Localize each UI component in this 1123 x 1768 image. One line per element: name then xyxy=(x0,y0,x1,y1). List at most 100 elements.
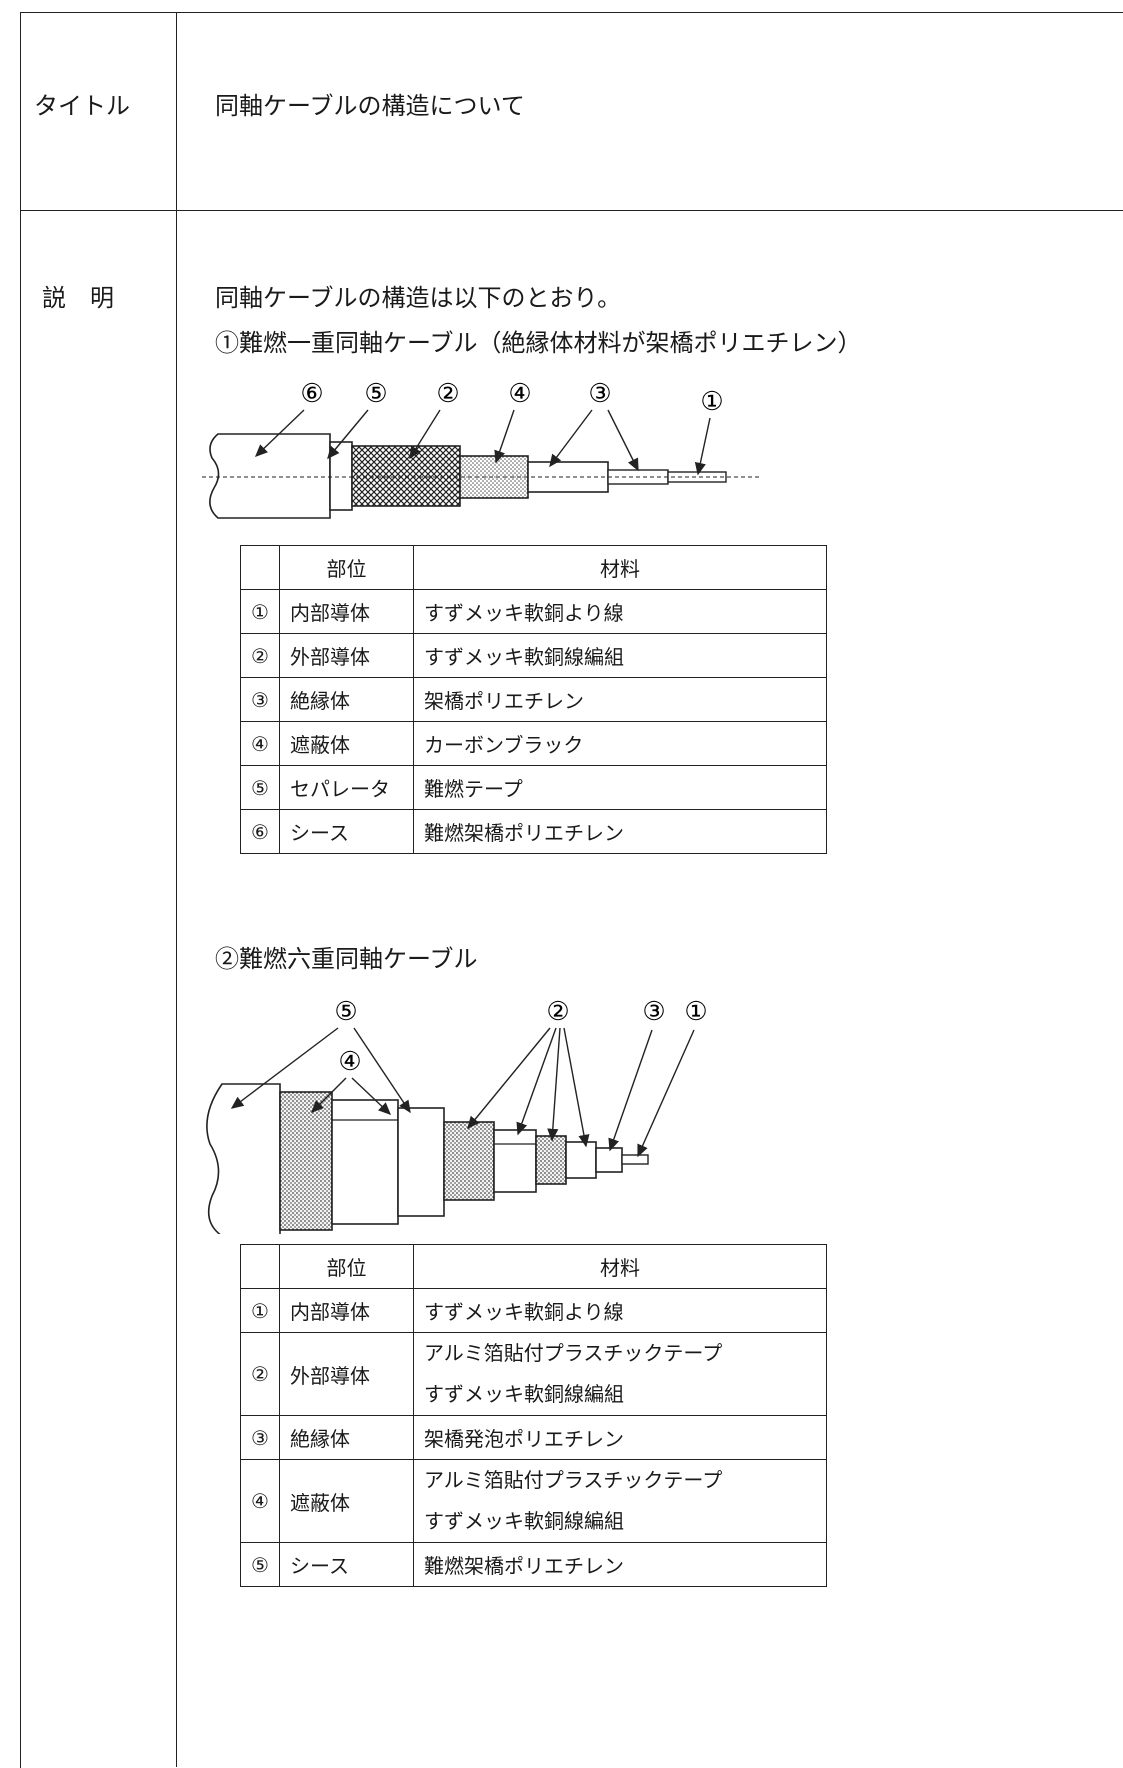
leader-2 xyxy=(409,409,441,460)
leader-2c xyxy=(547,1027,561,1142)
table-row: ④ 遮蔽体 カーボンブラック xyxy=(240,721,827,766)
insulator-shape xyxy=(595,1147,623,1173)
row-num: ④ xyxy=(240,1459,280,1543)
table-row: ⑥ シース 難燃架橋ポリエチレン xyxy=(240,809,827,854)
row-num: ② xyxy=(240,1332,280,1416)
row-part: 遮蔽体 xyxy=(279,721,414,766)
row-part: 遮蔽体 xyxy=(279,1459,414,1543)
row-material: 難燃架橋ポリエチレン xyxy=(413,1542,827,1587)
callout-3: ③ xyxy=(588,379,611,409)
leader-2b xyxy=(516,1027,557,1136)
outer-conductor-braid-shape xyxy=(443,1121,495,1201)
row-material: 難燃テープ xyxy=(413,765,827,810)
leader-4b xyxy=(351,1077,392,1115)
sheath-shape xyxy=(209,433,331,519)
leader-3 xyxy=(608,1029,653,1152)
material-line: すずメッキ軟銅線編組 xyxy=(424,1509,624,1533)
row-divider xyxy=(20,210,1123,211)
section2-table: 部位 材料 ① 内部導体 すずメッキ軟銅より線 ② 外部導体 アルミ箔貼付プラス… xyxy=(240,1244,827,1587)
table-row: ⑤ セパレータ 難燃テープ xyxy=(240,765,827,810)
leader-3a xyxy=(549,409,593,468)
callout-3: ③ xyxy=(642,997,665,1027)
leader-6 xyxy=(254,409,305,457)
leader-2a xyxy=(467,1027,551,1130)
callout-2: ② xyxy=(546,997,569,1027)
form-frame xyxy=(20,12,1123,1768)
row-num: ③ xyxy=(240,677,280,722)
row-num: ⑤ xyxy=(240,1542,280,1587)
table-row: ② 外部導体 アルミ箔貼付プラスチックテープ すずメッキ軟銅線編組 xyxy=(240,1332,827,1416)
header-num xyxy=(240,545,280,590)
header-num xyxy=(240,1244,280,1289)
outer-shield-shape xyxy=(279,1091,333,1231)
header-material: 材料 xyxy=(413,545,827,590)
leader-5 xyxy=(327,409,369,460)
row-material: 架橋発泡ポリエチレン xyxy=(413,1415,827,1460)
table-row: ⑤ シース 難燃架橋ポリエチレン xyxy=(240,1542,827,1587)
row-part: 内部導体 xyxy=(279,1288,414,1333)
inner-conductor-shape xyxy=(667,471,727,483)
row-num: ⑥ xyxy=(240,809,280,854)
row-part: 内部導体 xyxy=(279,589,414,634)
row-part: 絶縁体 xyxy=(279,677,414,722)
description-label: 説 明 xyxy=(42,284,114,312)
inner-sheath-shape xyxy=(397,1107,445,1217)
row-material: アルミ箔貼付プラスチックテープ すずメッキ軟銅線編組 xyxy=(413,1332,827,1416)
leader-5a xyxy=(230,1027,339,1109)
callout-5: ⑤ xyxy=(334,997,357,1027)
table-row: ④ 遮蔽体 アルミ箔貼付プラスチックテープ すずメッキ軟銅線編組 xyxy=(240,1459,827,1543)
row-num: ③ xyxy=(240,1415,280,1460)
row-material: 難燃架橋ポリエチレン xyxy=(413,809,827,854)
column-divider xyxy=(176,12,177,1767)
section1-table: 部位 材料 ① 内部導体 すずメッキ軟銅より線 ② 外部導体 すずメッキ軟銅線編… xyxy=(240,545,827,854)
table-row: ③ 絶縁体 架橋発泡ポリエチレン xyxy=(240,1415,827,1460)
section1-heading: ①難燃一重同軸ケーブル（絶縁体材料が架橋ポリエチレン） xyxy=(215,329,862,357)
callout-5: ⑤ xyxy=(364,379,387,409)
document-title: 同軸ケーブルの構造について xyxy=(215,92,525,120)
row-material: 架橋ポリエチレン xyxy=(413,677,827,722)
row-material: カーボンブラック xyxy=(413,721,827,766)
table-header-row: 部位 材料 xyxy=(240,1244,827,1289)
leader-5b xyxy=(353,1027,411,1114)
callout-4: ④ xyxy=(338,1047,361,1077)
header-part: 部位 xyxy=(279,1244,414,1289)
callout-4: ④ xyxy=(508,379,531,409)
header-part: 部位 xyxy=(279,545,414,590)
leader-1 xyxy=(694,417,711,476)
material-line: アルミ箔貼付プラスチックテープ xyxy=(424,1468,723,1492)
callout-6: ⑥ xyxy=(300,379,323,409)
six-layer-coax-diagram: ⑤ ④ ② ③ ① xyxy=(206,997,708,1234)
leader-4a xyxy=(311,1077,347,1113)
callout-1: ① xyxy=(684,997,707,1027)
leader-2d xyxy=(563,1027,590,1148)
row-part: セパレータ xyxy=(279,765,414,810)
table-row: ① 内部導体 すずメッキ軟銅より線 xyxy=(240,589,827,634)
row-part: 絶縁体 xyxy=(279,1415,414,1460)
leader-4 xyxy=(494,409,515,464)
row-material: すずメッキ軟銅より線 xyxy=(413,589,827,634)
row-num: ① xyxy=(240,1288,280,1333)
material-line: アルミ箔貼付プラスチックテープ xyxy=(424,1341,723,1365)
row-material: アルミ箔貼付プラスチックテープ すずメッキ軟銅線編組 xyxy=(413,1459,827,1543)
leader-3b xyxy=(607,409,639,472)
intro-text: 同軸ケーブルの構造は以下のとおり。 xyxy=(215,284,622,312)
row-part: シース xyxy=(279,1542,414,1587)
row-part: 外部導体 xyxy=(279,633,414,678)
row-part: シース xyxy=(279,809,414,854)
material-line: すずメッキ軟銅線編組 xyxy=(424,1382,624,1406)
inner-braid-shape xyxy=(535,1135,567,1185)
title-label: タイトル xyxy=(34,92,130,120)
table-row: ① 内部導体 すずメッキ軟銅より線 xyxy=(240,1288,827,1333)
table-header-row: 部位 材料 xyxy=(240,545,827,590)
callout-2: ② xyxy=(436,379,459,409)
sheath-shape xyxy=(206,1083,281,1234)
single-coax-diagram: ⑥ ⑤ ② ④ ③ ① xyxy=(202,379,762,519)
table-row: ③ 絶縁体 架橋ポリエチレン xyxy=(240,677,827,722)
inner-tape-shape xyxy=(565,1141,597,1179)
row-part: 外部導体 xyxy=(279,1332,414,1416)
row-material: すずメッキ軟銅線編組 xyxy=(413,633,827,678)
conductor-tape-shape xyxy=(493,1129,537,1193)
leader-1 xyxy=(637,1029,695,1158)
inner-conductor-shape xyxy=(621,1154,649,1165)
row-num: ② xyxy=(240,633,280,678)
